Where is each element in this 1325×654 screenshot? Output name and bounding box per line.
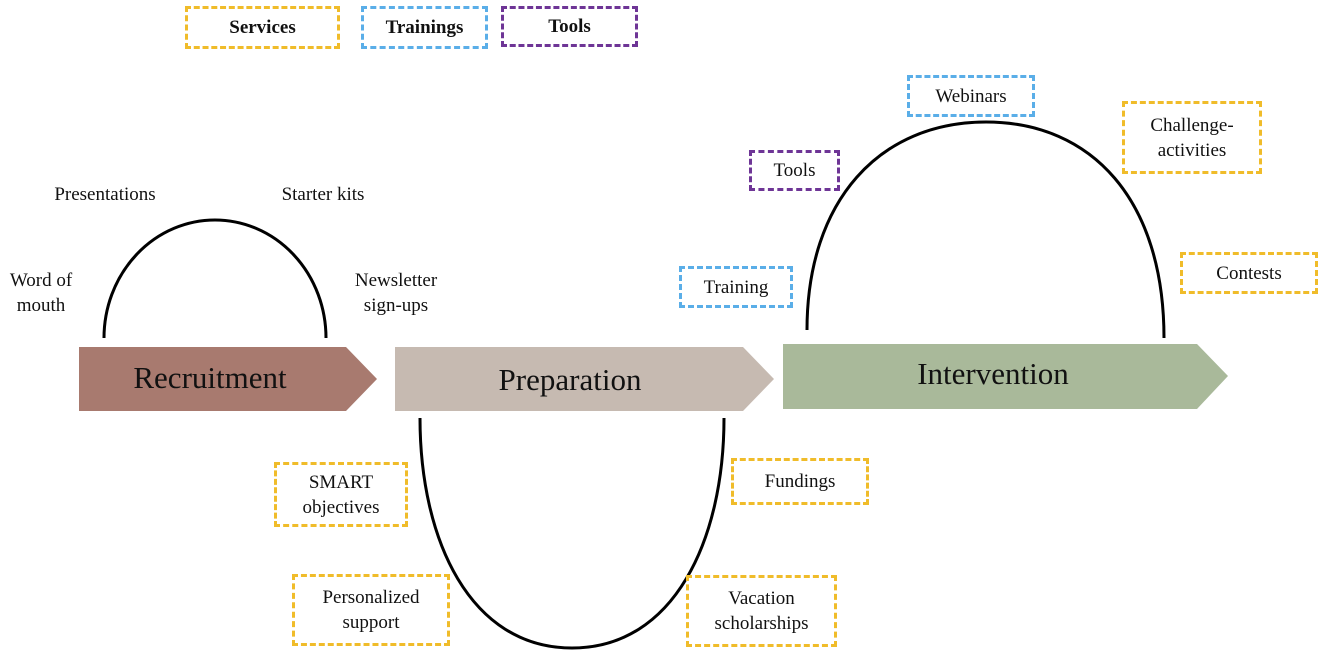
- box-training: Training: [679, 266, 793, 308]
- label-word-of-mouth: Word of mouth: [9, 270, 73, 316]
- legend-tools: Tools: [501, 6, 638, 47]
- recruitment-arc: [102, 218, 328, 339]
- legend-trainings: Trainings: [361, 6, 488, 49]
- stage-label-preparation: Preparation: [498, 362, 642, 397]
- legend-services: Services: [185, 6, 340, 49]
- stage-label-intervention: Intervention: [917, 356, 1069, 391]
- box-challenge-activities: Challenge- activities: [1122, 101, 1262, 174]
- preparation-arrow: [395, 347, 774, 411]
- box-webinars: Webinars: [907, 75, 1035, 117]
- label-newsletter-sign-ups: Newsletter sign-ups: [354, 270, 438, 316]
- box-vacation-scholarships: Vacation scholarships: [686, 575, 837, 647]
- box-smart-objectives: SMART objectives: [274, 462, 408, 527]
- box-fundings: Fundings: [731, 458, 869, 505]
- box-personalized-support: Personalized support: [292, 574, 450, 646]
- box-tools: Tools: [749, 150, 840, 191]
- preparation-arc: [418, 417, 726, 650]
- label-starter-kits: Starter kits: [281, 184, 365, 205]
- recruitment-arrow: [79, 347, 377, 411]
- intervention-arc: [805, 120, 1166, 339]
- label-presentations: Presentations: [54, 184, 156, 205]
- stage-label-recruitment: Recruitment: [133, 360, 287, 395]
- box-contests: Contests: [1180, 252, 1318, 294]
- intervention-arrow: [783, 344, 1228, 409]
